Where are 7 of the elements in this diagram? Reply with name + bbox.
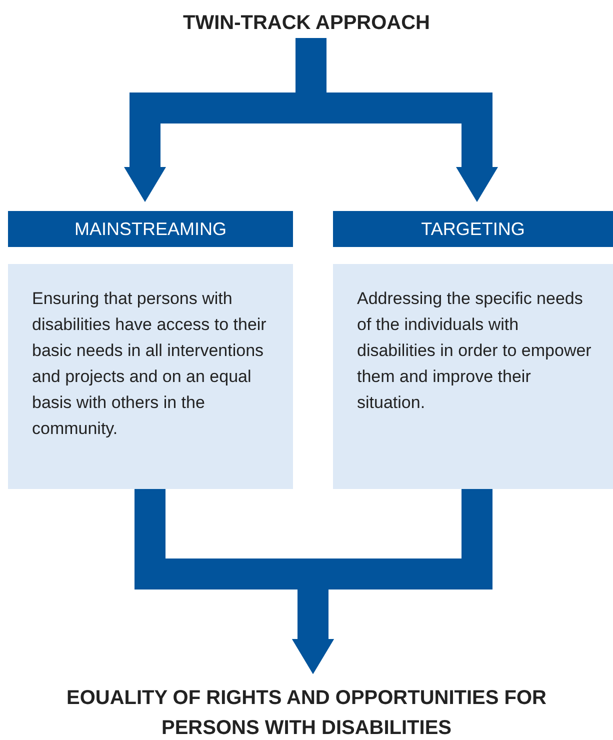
block-arrow xyxy=(292,489,492,674)
section-header: TARGETING xyxy=(333,211,613,247)
description-panel: Addressing the specific needs of the individuals with disabilities in order to empower them and improve their situation. xyxy=(333,264,613,489)
result-text: EOUALITY OF RIGHTS AND OPPORTUNITIES FOR PERSONS WITH DISABILITIES xyxy=(40,683,573,740)
heading-text: TWIN-TRACK APPROACH xyxy=(100,8,513,38)
description-panel: Ensuring that persons with disabilities have access to their basic needs in all interventions and projects and on an equal basis with others in the community. xyxy=(8,264,293,489)
section-header: MAINSTREAMING xyxy=(8,211,293,247)
